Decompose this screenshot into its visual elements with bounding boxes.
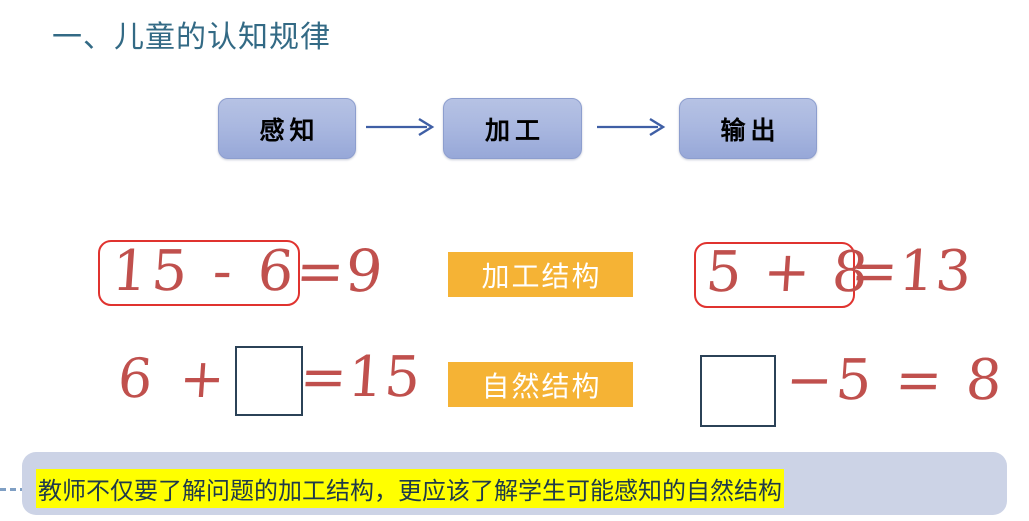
- tag-label: 自然结构: [481, 369, 602, 403]
- equation-left-2-tail: =15: [297, 345, 424, 410]
- equation-right-1-capsule-text: 5 + 8: [703, 240, 873, 305]
- equation-right-1-tail: =13: [848, 239, 975, 304]
- flow-box-output[interactable]: 输出: [679, 98, 817, 159]
- arrow-right-icon: [364, 112, 438, 142]
- capsule-highlight-right-1: [694, 242, 855, 308]
- flow-box-process[interactable]: 加工: [443, 98, 582, 159]
- answer-box-left-2[interactable]: [235, 346, 303, 416]
- equation-left-1-tail: =9: [293, 237, 386, 305]
- summary-banner-text: 教师不仅要了解问题的加工结构，更应该了解学生可能感知的自然结构: [36, 469, 784, 508]
- equation-left-1-capsule-text: 15 - 6: [109, 239, 300, 304]
- tag-label: 加工结构: [481, 259, 602, 293]
- tag-processing-structure[interactable]: 加工结构: [448, 252, 633, 297]
- page-title: 一、儿童的认知规律: [52, 20, 331, 55]
- capsule-highlight-left-1: [98, 240, 300, 306]
- flow-box-label: 输出: [720, 115, 781, 145]
- flow-box-perceive[interactable]: 感知: [218, 98, 356, 159]
- flow-box-label: 加工: [484, 115, 545, 145]
- decorative-dashed-line: [0, 488, 26, 491]
- arrow-right-icon: [595, 112, 669, 142]
- answer-box-right-2[interactable]: [700, 355, 776, 427]
- equation-right-2-tail: −5 = 8: [783, 348, 1007, 413]
- equation-left-2-lead: 6 +: [115, 347, 232, 410]
- tag-natural-structure[interactable]: 自然结构: [448, 362, 633, 407]
- flow-box-label: 感知: [259, 115, 320, 145]
